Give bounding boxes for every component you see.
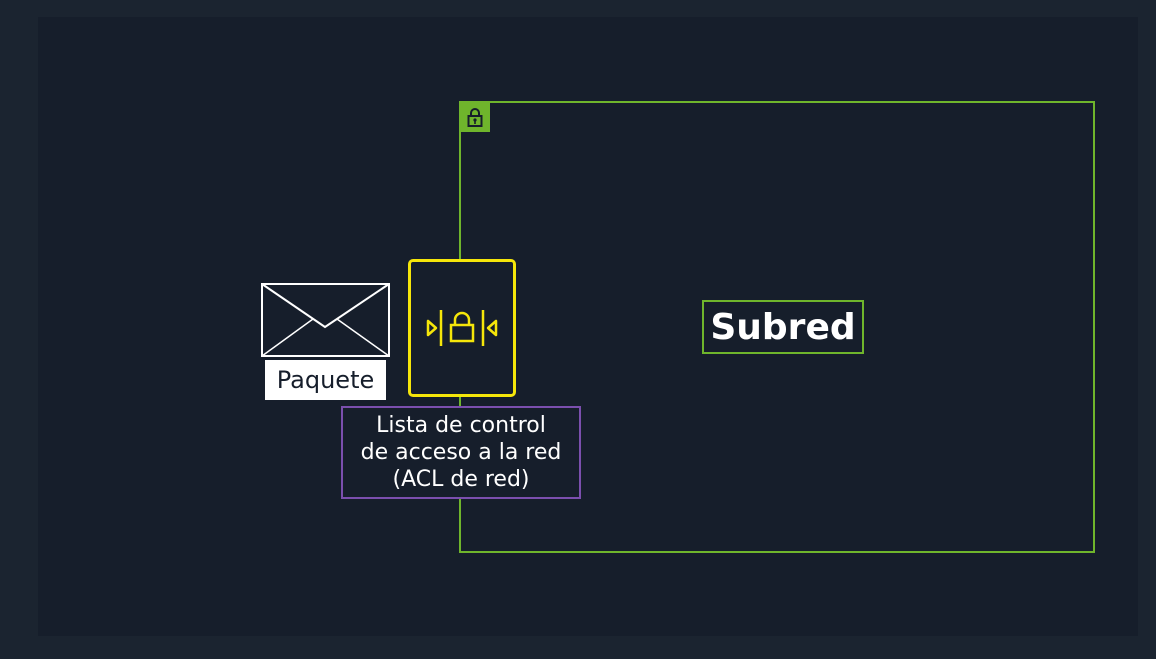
packet-label: Paquete [265, 360, 386, 400]
network-acl-node [408, 259, 516, 397]
envelope-icon [261, 283, 390, 357]
subnet-label: Subred [702, 300, 864, 354]
lock-icon [467, 107, 482, 127]
network-acl-label: Lista de control de acceso a la red (ACL… [341, 406, 581, 499]
acl-label-line-1: Lista de control [376, 413, 546, 438]
diagram-canvas [38, 17, 1138, 636]
subnet-lock-badge [459, 101, 490, 132]
network-acl-icon [426, 310, 498, 346]
acl-label-line-2: de acceso a la red [360, 440, 562, 465]
acl-label-line-3: (ACL de red) [392, 467, 530, 492]
